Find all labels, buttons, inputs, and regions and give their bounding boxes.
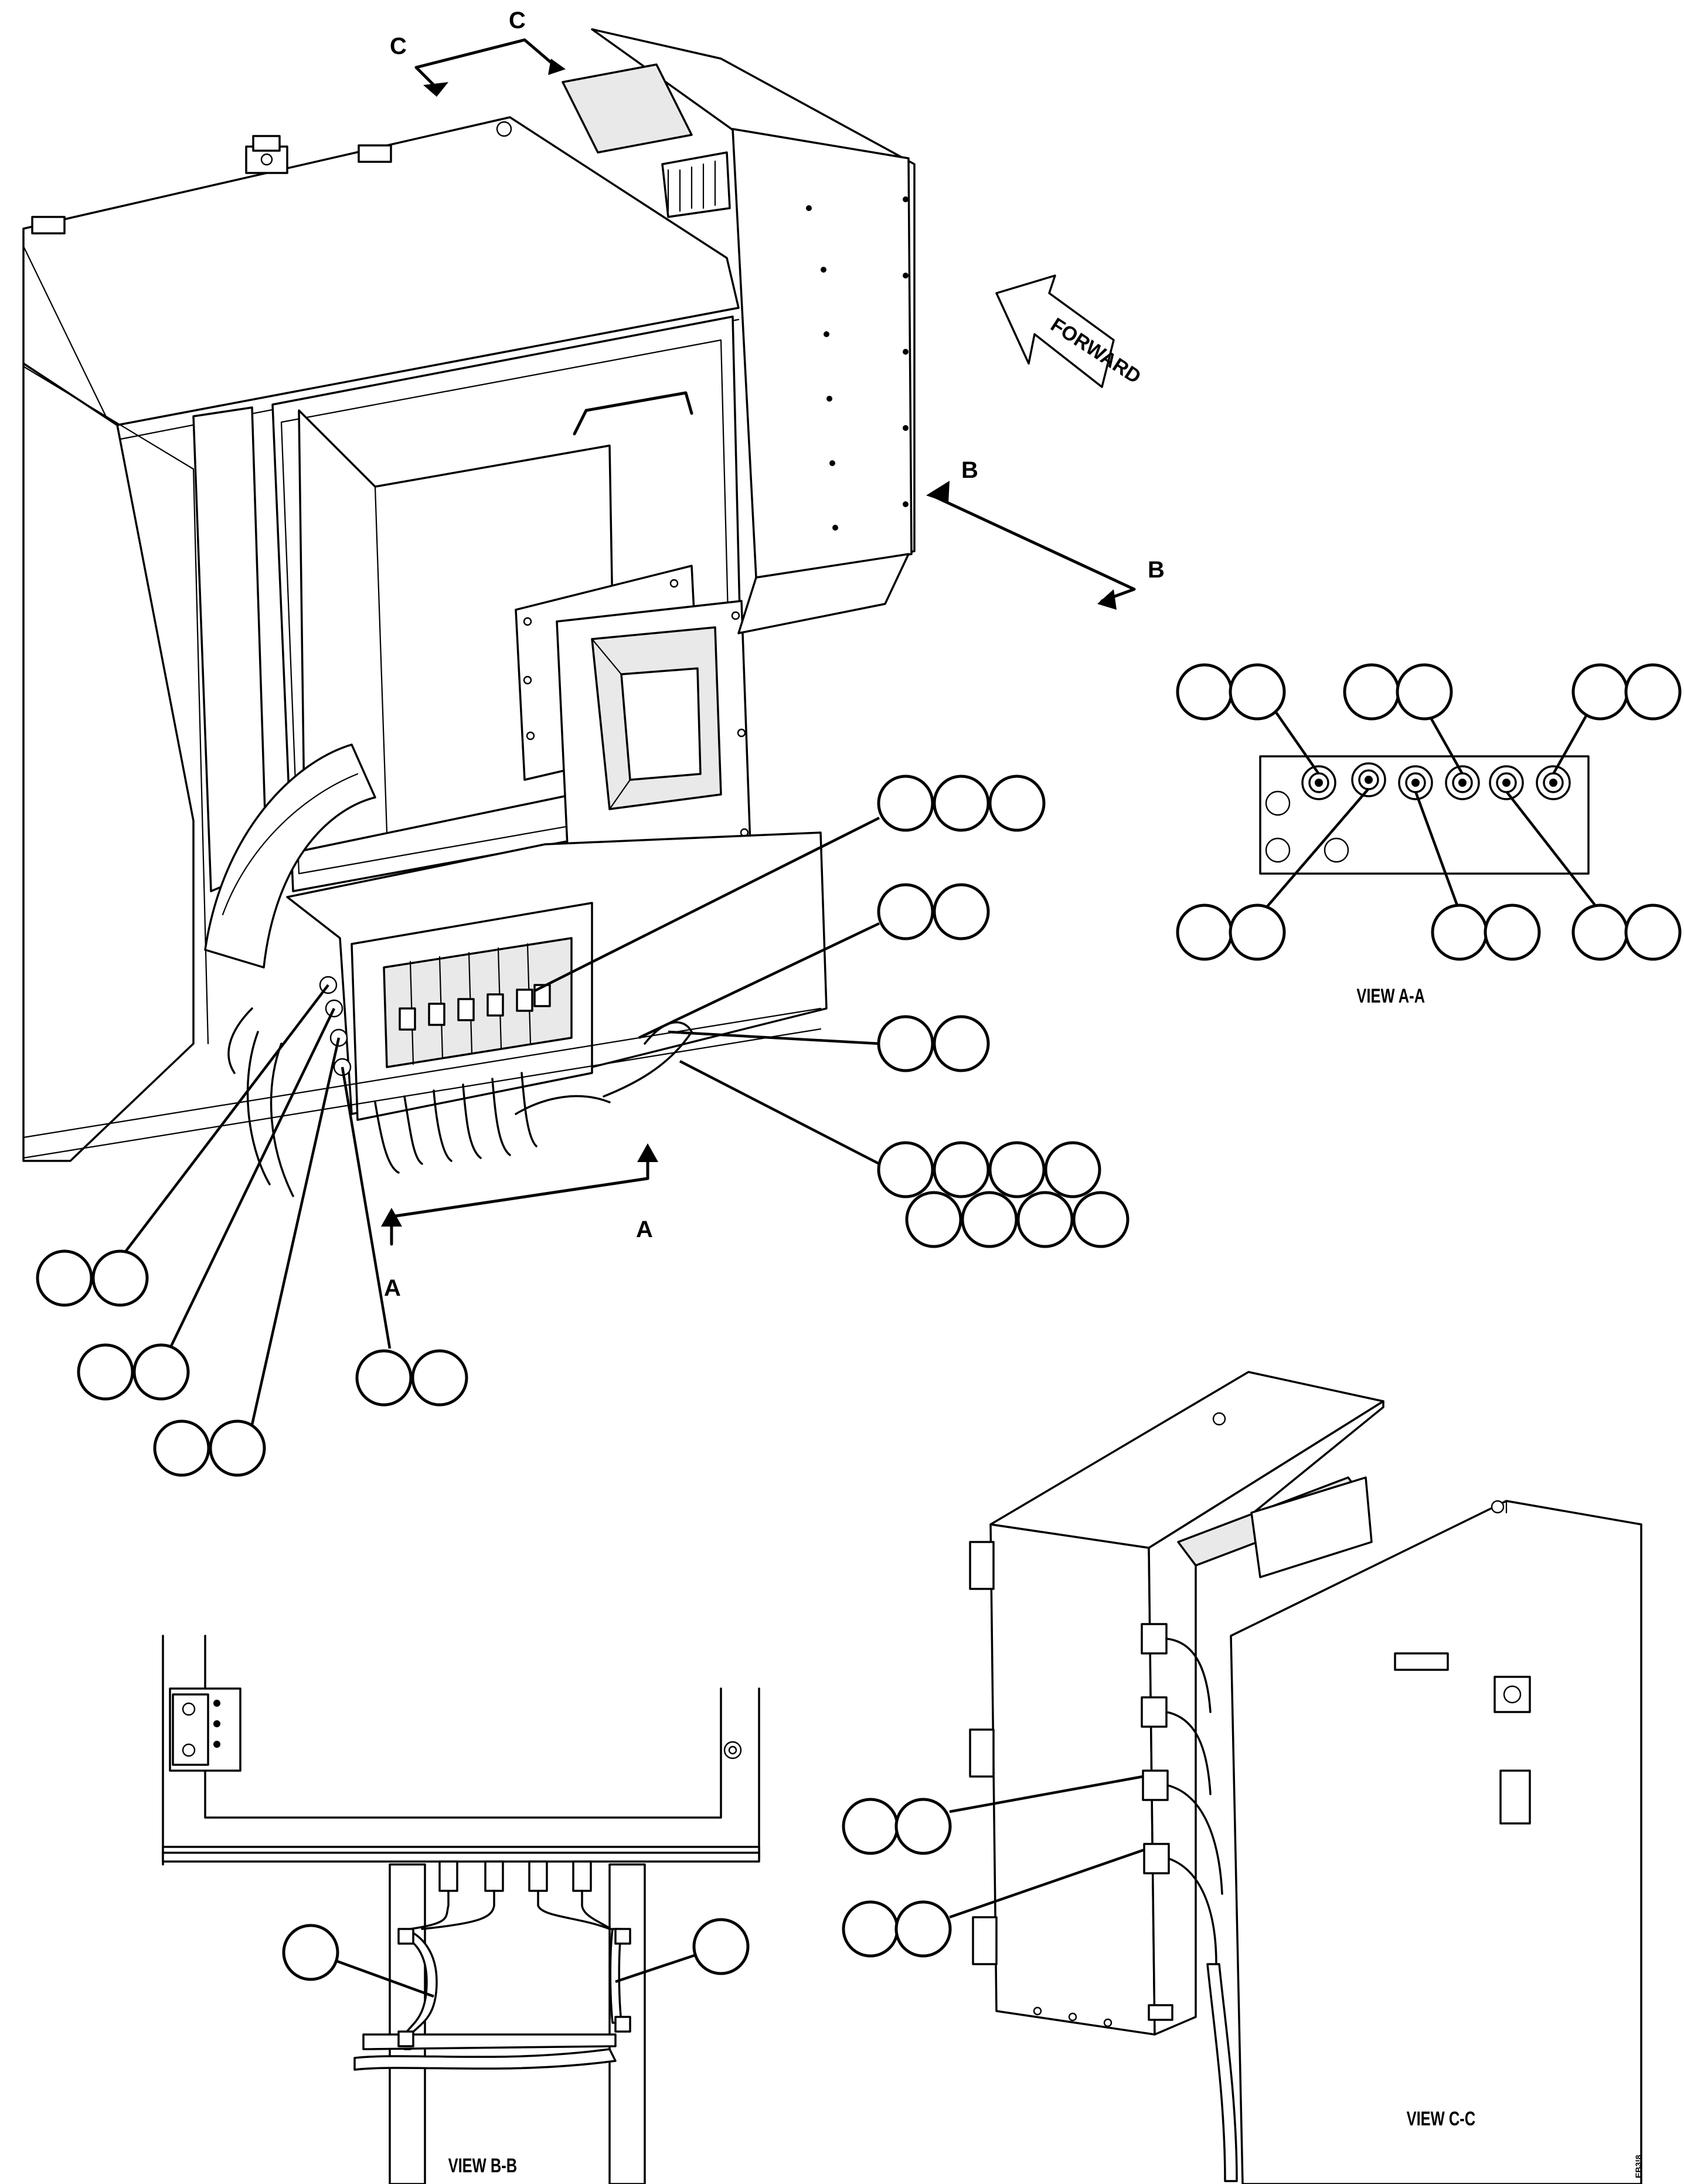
callout-balloon xyxy=(842,1798,899,1855)
callout-balloon xyxy=(894,1798,952,1855)
callout-balloon xyxy=(1396,663,1453,721)
callout-balloon xyxy=(153,1419,210,1477)
callout-balloon xyxy=(933,1141,990,1198)
callout-balloon xyxy=(961,1191,1018,1248)
view-bb-label: VIEW B-B xyxy=(448,2155,518,2177)
section-b-label-lower: B xyxy=(1148,557,1165,583)
callout-balloon xyxy=(933,775,990,832)
view-aa-label: VIEW A-A xyxy=(1356,986,1425,1007)
callout-balloon xyxy=(905,1191,962,1248)
callout-balloon xyxy=(877,1141,934,1198)
callout-balloon xyxy=(1571,663,1629,721)
callout-balloon xyxy=(355,1349,413,1407)
bulkhead-connector xyxy=(1351,762,1386,797)
intake-flange xyxy=(515,565,751,872)
callout-balloon xyxy=(988,775,1046,832)
bulkhead-connector xyxy=(1398,765,1433,800)
section-b-label-upper: B xyxy=(961,457,978,483)
bb-hinge xyxy=(169,1687,241,1772)
callout-balloon xyxy=(1176,904,1233,961)
view-aa: VIEW A-A xyxy=(1176,663,1682,1007)
callout-balloon xyxy=(91,1249,149,1307)
upper-control-box xyxy=(562,28,916,634)
callout-balloon xyxy=(877,1015,934,1072)
callout-balloon xyxy=(1072,1191,1130,1248)
callout-balloon xyxy=(933,883,990,940)
callout-balloon xyxy=(411,1349,468,1407)
main-callouts xyxy=(36,775,1130,1477)
duct-hose xyxy=(204,743,376,969)
cc-connector xyxy=(1143,1843,1217,1965)
cc-connector xyxy=(1142,1769,1223,1895)
callout-balloon xyxy=(894,1900,952,1958)
cover-hinge xyxy=(245,135,288,174)
cabinet-handle xyxy=(573,391,693,436)
cover-block-left xyxy=(31,216,66,235)
callout-balloon xyxy=(77,1343,134,1401)
section-a-label-right: A xyxy=(636,1217,653,1242)
callout-balloon xyxy=(36,1249,93,1307)
junction-box xyxy=(286,831,828,1121)
section-a-indicator: A A xyxy=(381,1143,658,1301)
callout-balloon xyxy=(132,1343,190,1401)
cc-latch xyxy=(1494,1676,1531,1825)
forward-arrow: FORWARD xyxy=(995,274,1145,388)
bulkhead-connector xyxy=(1445,765,1480,800)
bulkhead-connector xyxy=(1536,765,1571,800)
cable-bundle xyxy=(227,1007,693,1197)
main-assembly xyxy=(22,28,916,1197)
cover-block-mid xyxy=(358,144,392,163)
callout-balloon xyxy=(1016,1191,1074,1248)
callout-balloon xyxy=(1176,663,1233,721)
callout-balloon xyxy=(877,883,934,940)
section-a-label-left: A xyxy=(384,1275,401,1301)
view-bb: VIEW B-B xyxy=(162,1635,760,2184)
section-b-indicator: B B xyxy=(926,457,1165,610)
callout-balloon xyxy=(1229,904,1286,961)
bulkhead-connector xyxy=(1489,765,1524,800)
callout-balloon xyxy=(877,775,934,832)
callout-balloon xyxy=(1624,904,1682,961)
section-c-label-right: C xyxy=(509,8,526,33)
callout-balloon xyxy=(692,1918,750,1975)
bb-terminals xyxy=(409,1860,617,1933)
callout-balloon xyxy=(1044,1141,1101,1198)
cc-connector xyxy=(1141,1696,1212,1795)
bulkhead-connector xyxy=(1301,765,1336,800)
callout-balloon xyxy=(282,1924,339,1981)
callout-balloon xyxy=(1343,663,1400,721)
cc-connector xyxy=(1141,1623,1212,1713)
view-cc: VIEW C-C xyxy=(842,1371,1642,2184)
callout-balloon xyxy=(842,1900,899,1958)
section-c-indicator: C C xyxy=(390,8,566,97)
callout-balloon xyxy=(1571,904,1629,961)
callout-balloon xyxy=(209,1419,266,1477)
callout-balloon xyxy=(933,1015,990,1072)
drawing-id: EB3!8 xyxy=(1634,2155,1643,2178)
left-housing xyxy=(22,362,195,1162)
callout-balloon xyxy=(1229,663,1286,721)
section-c-label-left: C xyxy=(390,33,407,59)
callout-balloon xyxy=(1624,663,1682,721)
callout-balloon xyxy=(988,1141,1046,1198)
callout-balloon xyxy=(1484,904,1541,961)
view-cc-label: VIEW C-C xyxy=(1407,2108,1476,2130)
callout-balloon xyxy=(1431,904,1488,961)
